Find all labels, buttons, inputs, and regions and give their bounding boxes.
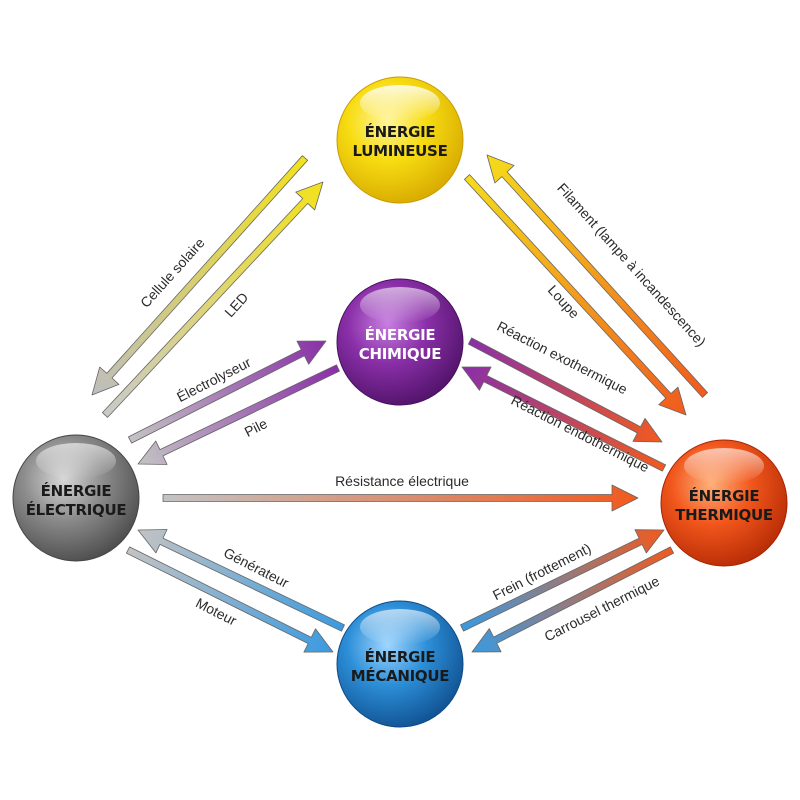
node-energie-electrique: ÉNERGIE ÉLECTRIQUE (12, 434, 140, 562)
label-led: LED (221, 289, 251, 320)
arrow-moteur (126, 546, 334, 653)
node-energie-chimique: ÉNERGIE CHIMIQUE (336, 278, 464, 406)
node-electrique-line2: ÉLECTRIQUE (26, 500, 127, 519)
arrow-reaction-endothermique (461, 366, 666, 472)
node-energie-thermique: ÉNERGIE THERMIQUE (660, 439, 788, 567)
label-reaction-endothermique: Réaction endothermique (509, 392, 652, 476)
arrow-loupe (463, 174, 687, 416)
node-lumineuse-line2: LUMINEUSE (352, 142, 447, 160)
arrow-carrousel-thermique (471, 546, 674, 653)
node-energie-mecanique: ÉNERGIE MÉCANIQUE (336, 600, 464, 728)
label-pile: Pile (242, 415, 270, 440)
arrow-cellule-solaire (91, 155, 309, 396)
arrow-generateur (137, 529, 345, 632)
arrow-resistance-electrique (162, 484, 639, 512)
node-chimique-line2: CHIMIQUE (359, 345, 441, 363)
arrow-electrolyseur (127, 340, 327, 444)
arrow-pile (137, 364, 340, 465)
arrow-filament (486, 154, 708, 398)
node-electrique-line1: ÉNERGIE (41, 481, 112, 500)
node-chimique-line1: ÉNERGIE (365, 325, 436, 344)
label-filament: Filament (lampe à incandescence) (554, 180, 709, 350)
node-mecanique-line1: ÉNERGIE (365, 647, 436, 666)
node-thermique-line1: ÉNERGIE (689, 486, 760, 505)
arrow-frein-frottement (460, 529, 665, 632)
arrow-led (102, 181, 324, 418)
node-lumineuse-line1: ÉNERGIE (365, 122, 436, 141)
node-thermique-line2: THERMIQUE (675, 506, 773, 524)
arrow-reaction-exothermique (467, 337, 663, 443)
node-energie-lumineuse: ÉNERGIE LUMINEUSE (336, 76, 464, 204)
label-resistance-electrique: Résistance électrique (335, 473, 469, 489)
node-mecanique-line2: MÉCANIQUE (351, 666, 449, 685)
arrows-layer (91, 154, 708, 653)
